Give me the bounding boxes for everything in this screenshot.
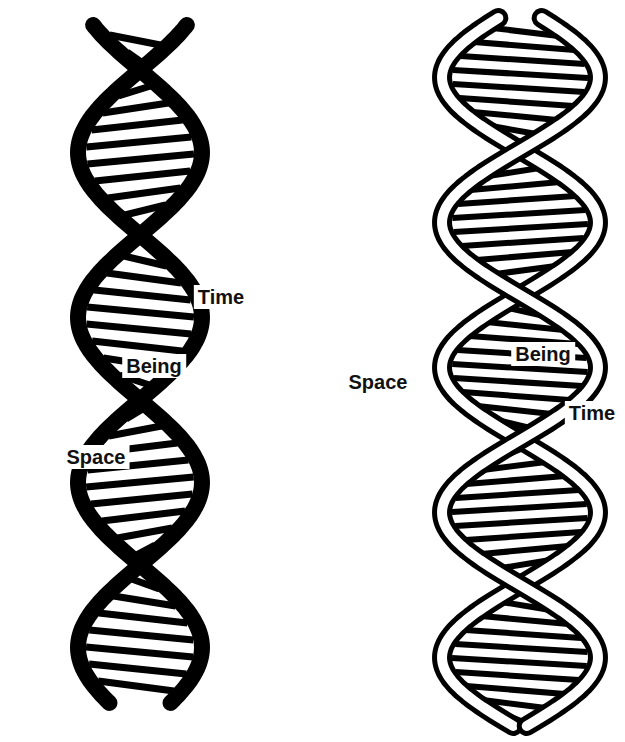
base-pair-rung: [89, 630, 193, 640]
helix-strand-inner: [442, 18, 598, 726]
helix-strand: [78, 25, 202, 703]
base-pair-rung: [463, 392, 570, 400]
base-pair-rung: [86, 324, 190, 334]
helix-label: Being: [511, 342, 575, 366]
helix-label: Space: [63, 445, 130, 469]
base-pair-rung: [453, 84, 584, 92]
base-pair-rung: [455, 644, 587, 652]
base-pair-rung: [460, 56, 584, 64]
base-pair-rung: [474, 42, 575, 50]
base-pair-rung: [86, 137, 191, 147]
base-pair-rung: [94, 290, 190, 300]
base-pair-rung: [458, 196, 575, 204]
base-pair-rung: [89, 664, 186, 674]
base-pair-rung: [91, 494, 192, 504]
base-pair-rung: [102, 511, 185, 521]
base-pair-rung: [87, 154, 193, 164]
right-helix: [442, 18, 598, 726]
helix-label: Time: [194, 285, 248, 309]
helix-label: Time: [565, 401, 619, 425]
base-pair-rung: [466, 686, 564, 694]
base-pair-rung: [455, 518, 587, 526]
base-pair-rung: [95, 171, 190, 181]
base-pair-rung: [92, 120, 183, 130]
base-pair-rung: [476, 252, 572, 260]
base-pair-rung: [453, 70, 588, 78]
helix-strand-inner: [442, 18, 598, 726]
base-pair-rung: [108, 188, 181, 198]
base-pair-rung: [87, 307, 194, 317]
base-pair-rung: [99, 613, 187, 623]
left-helix: [78, 25, 202, 703]
base-pair-rung: [465, 532, 581, 540]
base-pair-rung: [107, 273, 181, 283]
base-pair-rung: [465, 630, 581, 638]
base-pair-rung: [466, 476, 564, 484]
base-pair-rung: [456, 490, 579, 498]
helix-label: Being: [122, 354, 186, 378]
helix-strand: [442, 18, 598, 726]
base-pair-rung: [92, 341, 182, 351]
base-pair-rung: [86, 477, 193, 487]
base-pair-rung: [454, 378, 582, 386]
helix-strand: [442, 18, 598, 726]
base-pair-rung: [462, 238, 584, 246]
base-pair-rung: [98, 681, 174, 691]
base-pair-rung: [86, 647, 193, 657]
base-pair-rung: [452, 658, 587, 666]
base-pair-rung: [460, 98, 574, 106]
helix-label: Space: [345, 370, 412, 394]
base-pair-rung: [452, 210, 585, 218]
base-pair-rung: [454, 224, 588, 232]
base-pair-rung: [456, 672, 579, 680]
helix-strand: [78, 25, 202, 703]
base-pair-rung: [452, 504, 587, 512]
